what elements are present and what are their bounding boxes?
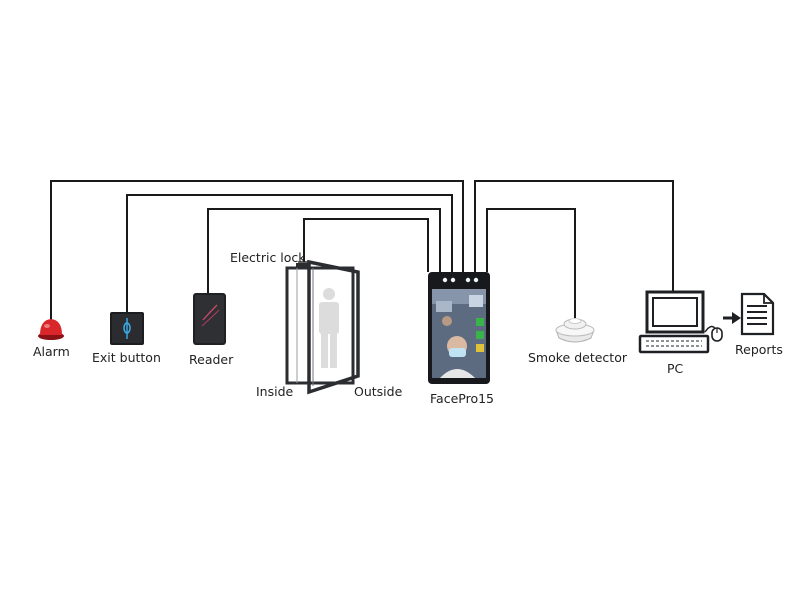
inside-label: Inside — [256, 384, 294, 399]
pc-label: PC — [667, 361, 684, 376]
wire-electric-lock — [303, 218, 429, 272]
wire-pc — [474, 180, 674, 292]
arrow-icon — [723, 312, 741, 324]
person-icon — [319, 288, 339, 368]
reports-icon — [740, 292, 775, 336]
wire-smoke-detector — [486, 208, 576, 318]
reports-label: Reports — [735, 342, 783, 357]
pc-icon — [638, 290, 723, 354]
exit-button-icon — [110, 312, 144, 345]
outside-label: Outside — [354, 384, 403, 399]
wire-alarm — [50, 180, 464, 320]
electric-lock-label: Electric lock — [230, 250, 306, 265]
smoke-detector-icon — [555, 318, 595, 343]
wire-exit-button — [126, 194, 453, 312]
alarm-icon — [38, 319, 64, 340]
reader-icon — [193, 293, 226, 345]
alarm-label: Alarm — [33, 344, 70, 359]
terminal-icon — [428, 272, 490, 384]
reader-label: Reader — [189, 352, 234, 367]
wires — [50, 180, 674, 320]
wire-reader — [207, 208, 441, 293]
terminal-label: FacePro15 — [430, 391, 495, 406]
smoke-detector-label: Smoke detector — [528, 350, 627, 365]
exit-button-label: Exit button — [92, 350, 161, 365]
door-icon — [285, 259, 360, 395]
